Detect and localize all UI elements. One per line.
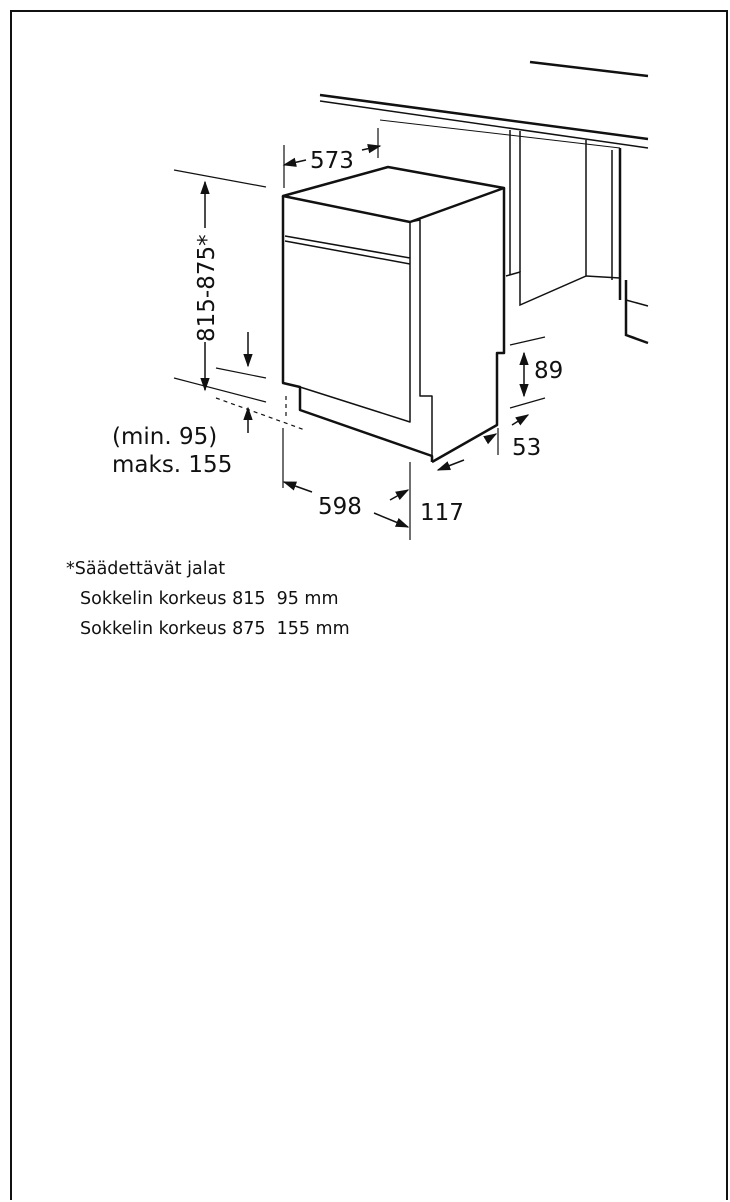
dim-53-label: 53 xyxy=(512,435,541,461)
dim-plinth-max-label: maks. 155 xyxy=(112,452,232,478)
footnote: *Säädettävät jalat Sokkelin korkeus 815 … xyxy=(66,554,350,644)
dim-117-label: 117 xyxy=(420,500,464,526)
extension-lines xyxy=(173,128,546,540)
dishwasher-dimension-drawing: 573 815-875* (min. 95) maks. 155 598 117… xyxy=(112,60,649,540)
countertop xyxy=(319,60,649,149)
footnote-line-815: Sokkelin korkeus 815 95 mm xyxy=(80,589,339,609)
dim-89-label: 89 xyxy=(534,358,563,384)
dimension-arrows xyxy=(200,144,530,528)
footnote-title: *Säädettävät jalat xyxy=(66,559,226,579)
dim-plinth-min-label: (min. 95) xyxy=(112,424,217,450)
dishwasher-body xyxy=(281,165,506,464)
dim-height-label: 815-875* xyxy=(194,234,220,342)
footnote-line-875: Sokkelin korkeus 875 155 mm xyxy=(80,619,350,639)
dim-598-label: 598 xyxy=(318,494,362,520)
dim-573-label: 573 xyxy=(310,148,354,174)
page-border xyxy=(10,10,728,1200)
cabinet-side xyxy=(505,130,649,345)
